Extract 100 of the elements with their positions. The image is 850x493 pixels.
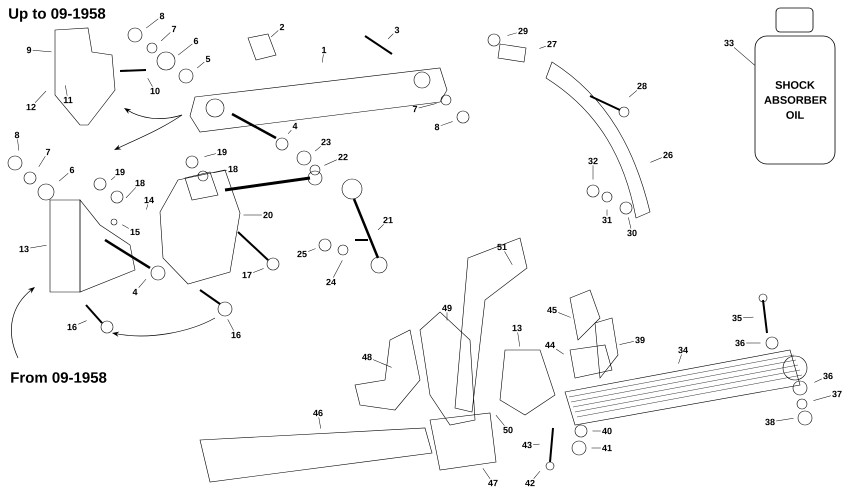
leader-line xyxy=(504,251,512,265)
leader-line xyxy=(592,430,602,432)
version-heading: Up to 09-1958 xyxy=(9,8,106,22)
callout-number: 35 xyxy=(732,314,742,322)
callout-number: 8 xyxy=(14,132,20,138)
leader-line xyxy=(146,204,148,210)
leader-line xyxy=(324,160,338,166)
leader-line xyxy=(678,354,682,364)
version-heading: From 09-1958 xyxy=(11,372,106,383)
callout-number: 25 xyxy=(297,250,307,258)
callout-number: 2 xyxy=(280,24,284,30)
callout-number: 48 xyxy=(362,354,372,360)
callout-number: 45 xyxy=(547,306,557,314)
callout-number: 50 xyxy=(503,426,513,434)
callout-number: 49 xyxy=(442,304,452,312)
leader-line xyxy=(148,78,153,87)
oil-bottle: SHOCK ABSORBER OIL xyxy=(754,8,836,164)
leader-line xyxy=(533,470,540,479)
leader-line xyxy=(288,130,292,134)
leader-line xyxy=(378,224,384,230)
leader-line xyxy=(532,444,540,445)
leader-line xyxy=(196,62,205,68)
leader-line xyxy=(146,18,159,28)
callout-number: 39 xyxy=(635,336,645,344)
callout-number: 28 xyxy=(637,82,647,90)
callout-number: 43 xyxy=(522,442,532,448)
leader-line xyxy=(65,85,68,96)
callout-number: 51 xyxy=(497,244,507,250)
callout-number: 19 xyxy=(218,148,227,156)
leader-line xyxy=(318,417,321,429)
callout-number: 11 xyxy=(64,96,72,104)
callout-number: 17 xyxy=(242,272,252,278)
callout-number: 27 xyxy=(547,40,557,48)
leader-line xyxy=(213,170,228,173)
leader-line xyxy=(746,342,761,344)
leader-line xyxy=(628,90,638,98)
callout-number: 24 xyxy=(326,278,336,286)
leader-line xyxy=(734,47,755,66)
leader-line xyxy=(776,418,794,422)
leader-line xyxy=(204,153,216,157)
callout-number: 31 xyxy=(602,216,612,224)
callout-number: 14 xyxy=(144,196,154,204)
leader-line xyxy=(78,320,87,325)
leader-line xyxy=(160,32,171,42)
callout-number: 3 xyxy=(394,26,400,34)
leader-line xyxy=(17,139,20,151)
callout-number: 46 xyxy=(313,410,323,416)
callout-number: 1 xyxy=(322,46,326,54)
leader-line xyxy=(388,33,394,40)
leader-line xyxy=(628,217,632,229)
leader-line xyxy=(650,157,662,163)
callout-number: 15 xyxy=(130,228,140,236)
callout-number: 34 xyxy=(678,346,688,354)
callout-number: 5 xyxy=(206,56,210,62)
callout-number: 4 xyxy=(292,122,298,130)
callout-number: 40 xyxy=(602,428,612,434)
callout-number: 32 xyxy=(588,158,598,164)
callout-number: 12 xyxy=(26,104,36,110)
leader-line xyxy=(252,268,264,273)
callout-number: 33 xyxy=(724,40,734,46)
leader-line xyxy=(110,176,116,180)
leader-line xyxy=(314,146,321,152)
leader-line xyxy=(270,30,279,38)
callout-number: 10 xyxy=(150,88,160,94)
callout-number: 7 xyxy=(172,26,176,32)
callout-number: 7 xyxy=(412,106,418,112)
leader-line xyxy=(496,414,505,426)
leader-line xyxy=(38,156,46,167)
callout-number: 36 xyxy=(823,372,833,380)
callout-number: 18 xyxy=(228,166,238,172)
callout-number: 37 xyxy=(832,390,842,398)
leader-line xyxy=(606,209,608,216)
callout-number: 13 xyxy=(20,246,29,252)
leader-line xyxy=(34,90,46,103)
leader-line xyxy=(592,165,594,180)
callout-number: 4 xyxy=(132,288,138,296)
leader-line xyxy=(558,312,571,318)
callout-number: 23 xyxy=(321,138,331,146)
callout-number: 6 xyxy=(194,38,198,44)
callout-number: 7 xyxy=(46,148,50,156)
leader-line xyxy=(619,341,634,345)
leader-line xyxy=(178,44,193,56)
leader-line xyxy=(517,332,520,347)
callout-number: 29 xyxy=(518,28,528,34)
callout-number: 41 xyxy=(602,444,612,452)
callout-number: 13 xyxy=(512,324,522,332)
leader-line xyxy=(227,319,234,331)
leader-line xyxy=(243,214,262,216)
callout-number: 38 xyxy=(765,418,775,426)
leader-line xyxy=(58,172,69,182)
leader-line xyxy=(440,121,453,126)
callout-number: 21 xyxy=(383,216,393,224)
callout-number: 8 xyxy=(160,12,164,20)
leader-line xyxy=(333,260,343,278)
callout-number: 9 xyxy=(26,46,32,54)
leader-line xyxy=(308,248,316,252)
callout-number: 16 xyxy=(68,324,77,330)
leader-line xyxy=(32,50,52,52)
callout-number: 18 xyxy=(136,180,145,186)
callout-number: 26 xyxy=(663,152,673,158)
